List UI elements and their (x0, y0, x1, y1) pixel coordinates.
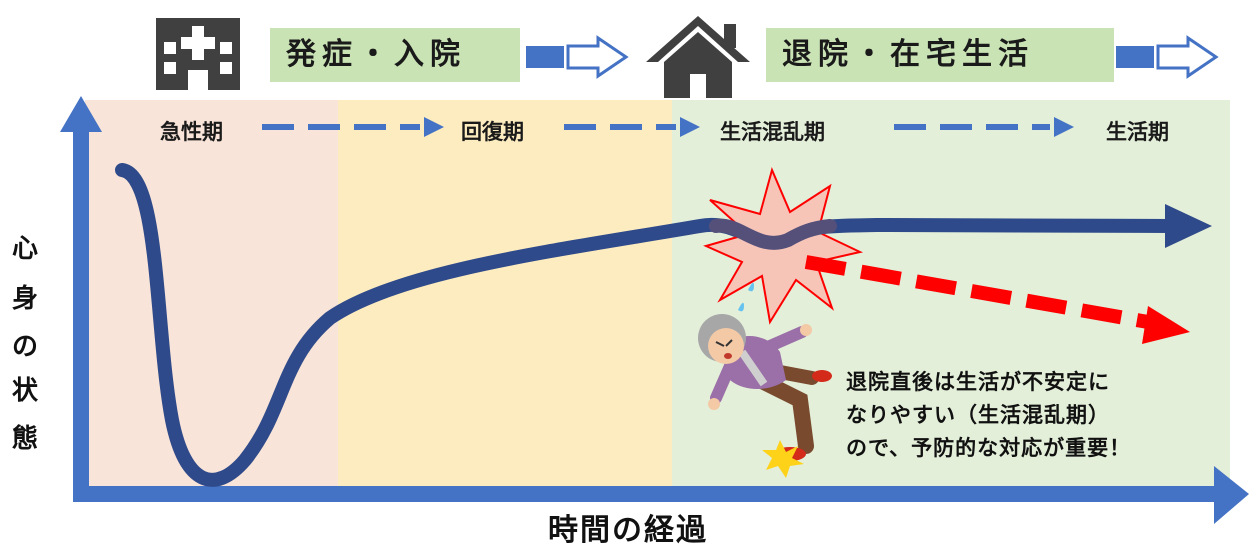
house-icon (646, 16, 750, 98)
hospital-icon (156, 18, 240, 90)
onset-hospitalization-label: 発症・入院 (286, 37, 466, 72)
annotation-line-3: ので、予防的な対応が重要！ (846, 436, 1132, 460)
y-axis-label-char-3: の (11, 332, 38, 362)
discharge-home-life-banner: 退院・在宅生活 (766, 28, 1114, 82)
annotation-line-1: 退院直後は生活が不安定に (846, 370, 1110, 394)
decline-arrowhead (1142, 306, 1190, 344)
flow-arrow-1 (526, 35, 629, 79)
phase-label-life: 生活期 (1106, 120, 1169, 144)
phase-dashed-arrow-3 (894, 117, 1074, 137)
x-axis-label: 時間の経過 (548, 513, 708, 548)
phase-label-acute: 急性期 (160, 120, 223, 144)
y-axis-label-char-1: 心 (11, 234, 38, 264)
x-axis (73, 466, 1249, 524)
annotation-note: 退院直後は生活が不安定に なりやすい（生活混乱期） ので、予防的な対応が重要！ (846, 366, 1131, 465)
y-axis-label-char-5: 態 (11, 424, 38, 454)
y-axis (60, 96, 102, 498)
falling-elderly-person-icon (698, 282, 832, 478)
flow-arrow-2 (1116, 35, 1219, 79)
curve-arrowhead (1165, 204, 1212, 248)
phase-dashed-arrow-1 (262, 117, 444, 137)
onset-hospitalization-banner: 発症・入院 (270, 28, 520, 82)
y-axis-label-char-2: 身 (11, 284, 38, 314)
annotation-line-2: なりやすい（生活混乱期） (846, 403, 1110, 427)
phase-dashed-arrow-2 (564, 117, 700, 137)
phase-label-recovery: 回復期 (461, 120, 524, 144)
phase-label-life-confusion: 生活混乱期 (720, 120, 825, 144)
y-axis-label-char-4: 状 (11, 376, 38, 406)
discharge-home-life-label: 退院・在宅生活 (782, 37, 1034, 72)
decline-dashed-arrow (804, 255, 1150, 329)
